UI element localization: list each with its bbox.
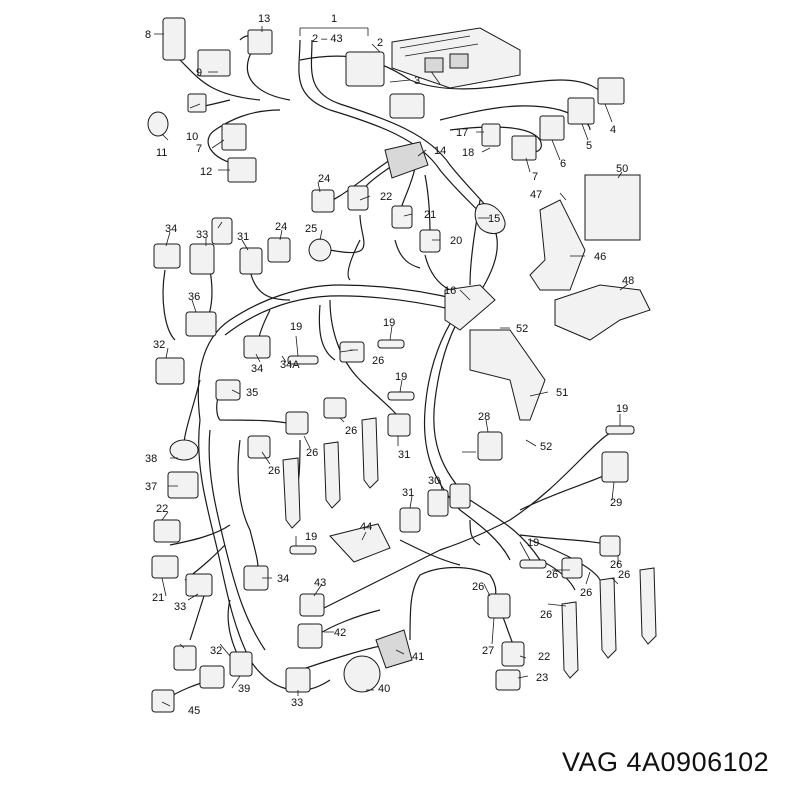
callout-15: 15 — [488, 213, 500, 225]
callout-22: 22 — [156, 503, 168, 515]
callout-31: 31 — [402, 487, 414, 499]
connector-parts — [147, 17, 629, 713]
callout-19: 19 — [290, 321, 302, 333]
callout-26: 26 — [546, 569, 558, 581]
callout-41: 41 — [412, 651, 424, 663]
callout-1: 1 — [331, 13, 337, 25]
callout-40: 40 — [378, 683, 390, 695]
callout-19: 19 — [305, 531, 317, 543]
callout-45: 45 — [188, 705, 200, 717]
callout-26: 26 — [345, 425, 357, 437]
callout-21: 21 — [152, 592, 164, 604]
callout-21: 21 — [424, 209, 436, 221]
callout-8: 8 — [145, 29, 151, 41]
callout-25: 25 — [305, 223, 317, 235]
callout-26: 26 — [540, 609, 552, 621]
callout-16: 16 — [444, 285, 456, 297]
callout-19: 19 — [395, 371, 407, 383]
callout-32: 32 — [153, 339, 165, 351]
callout-33: 33 — [196, 229, 208, 241]
callout-34: 34 — [165, 223, 177, 235]
callout-19: 19 — [527, 537, 539, 549]
callout-39: 39 — [238, 683, 250, 695]
callout-26: 26 — [580, 587, 592, 599]
callout-3: 3 — [414, 75, 420, 87]
callout-26: 26 — [268, 465, 280, 477]
callout-44: 44 — [360, 521, 372, 533]
callout-30: 30 — [428, 475, 440, 487]
callout-27: 27 — [482, 645, 494, 657]
callout-24: 24 — [318, 173, 330, 185]
callout-31: 31 — [237, 231, 249, 243]
callout-2: 2 — [377, 37, 383, 49]
callout-31: 31 — [398, 449, 410, 461]
callout-22: 22 — [538, 651, 550, 663]
callout-48: 48 — [622, 275, 634, 287]
callout-18: 18 — [462, 147, 474, 159]
callout-36: 36 — [188, 291, 200, 303]
callout-11: 11 — [156, 147, 167, 159]
callout-24: 24 — [275, 221, 287, 233]
callout-19: 19 — [616, 403, 628, 415]
callout-42: 42 — [334, 627, 346, 639]
callout-50: 50 — [616, 163, 628, 175]
callout-6: 6 — [560, 158, 566, 170]
engine-control-unit — [391, 27, 521, 89]
callout-22: 22 — [380, 191, 392, 203]
callout-52: 52 — [516, 323, 528, 335]
part-number-label: VAG 4A0906102 — [562, 747, 770, 777]
callout-35: 35 — [246, 387, 258, 399]
callout-12: 12 — [200, 166, 212, 178]
brackets — [444, 174, 651, 421]
injectors — [282, 339, 657, 679]
callout-33: 33 — [291, 697, 303, 709]
callout-19: 19 — [383, 317, 395, 329]
callout-26: 26 — [610, 559, 622, 571]
callout-4: 4 — [610, 124, 616, 136]
callout-5: 5 — [586, 140, 592, 152]
callout-2-43: 2 – 43 — [312, 33, 343, 45]
callout-20: 20 — [450, 235, 462, 247]
callout-14: 14 — [434, 145, 446, 157]
callout-28: 28 — [478, 411, 490, 423]
callout-17: 17 — [456, 127, 468, 139]
callout-52: 52 — [540, 441, 552, 453]
callout-34A: 34A — [280, 359, 300, 371]
callout-46: 46 — [594, 251, 606, 263]
callout-34: 34 — [277, 573, 289, 585]
leader-lines — [154, 26, 629, 707]
callout-29: 29 — [610, 497, 622, 509]
callout-26: 26 — [618, 569, 630, 581]
callout-26: 26 — [372, 355, 384, 367]
callout-51: 51 — [556, 387, 568, 399]
callout-23: 23 — [536, 672, 548, 684]
callout-43: 43 — [314, 577, 326, 589]
callout-7: 7 — [196, 143, 202, 155]
callout-9: 9 — [196, 67, 202, 79]
callout-34: 34 — [251, 363, 263, 375]
callout-26: 26 — [472, 581, 484, 593]
callout-10: 10 — [186, 131, 198, 143]
callout-32: 32 — [210, 645, 222, 657]
callout-labels: 1 2 – 43 2 3 4 5 6 7 7 8 9 10 11 12 13 1… — [145, 13, 634, 717]
callout-26: 26 — [306, 447, 318, 459]
callout-47: 47 — [530, 189, 542, 201]
callout-37: 37 — [145, 481, 157, 493]
callout-13: 13 — [258, 13, 270, 25]
callout-33: 33 — [174, 601, 186, 613]
callout-38: 38 — [145, 453, 157, 465]
callout-7: 7 — [532, 171, 538, 183]
